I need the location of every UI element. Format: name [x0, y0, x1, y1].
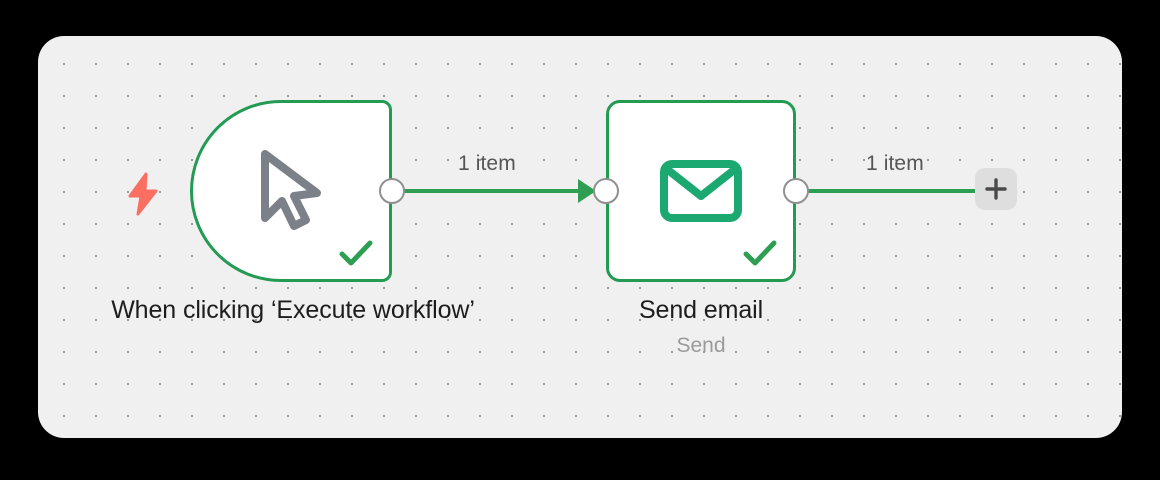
node-caption-trigger: When clicking ‘Execute workflow’	[78, 294, 508, 328]
node-icon-container	[193, 103, 389, 279]
node-icon-container	[609, 103, 793, 279]
connection-label-items-1: 1 item	[458, 152, 516, 175]
output-endpoint-email[interactable]	[783, 178, 809, 204]
input-endpoint-email[interactable]	[593, 178, 619, 204]
lightning-bolt-icon	[126, 172, 160, 216]
node-caption-email: Send email Send	[594, 294, 808, 361]
node-trigger-execute-workflow[interactable]	[190, 100, 392, 282]
output-endpoint-trigger[interactable]	[379, 178, 405, 204]
plus-icon	[985, 178, 1007, 200]
connection-line-trigger-to-email[interactable]	[390, 189, 600, 193]
node-title-trigger: When clicking ‘Execute workflow’	[111, 296, 475, 324]
node-title-email: Send email	[638, 296, 764, 324]
connection-arrow-icon	[578, 179, 596, 203]
envelope-icon	[660, 160, 742, 222]
connection-line-email-to-add[interactable]	[796, 189, 994, 193]
add-node-button[interactable]	[975, 168, 1017, 210]
cursor-pointer-icon	[261, 150, 321, 230]
workflow-canvas[interactable]: 1 item 1 item	[38, 36, 1122, 438]
node-send-email[interactable]	[606, 100, 796, 282]
connection-label-items-2: 1 item	[866, 152, 924, 175]
node-subtitle-email: Send	[676, 333, 726, 357]
